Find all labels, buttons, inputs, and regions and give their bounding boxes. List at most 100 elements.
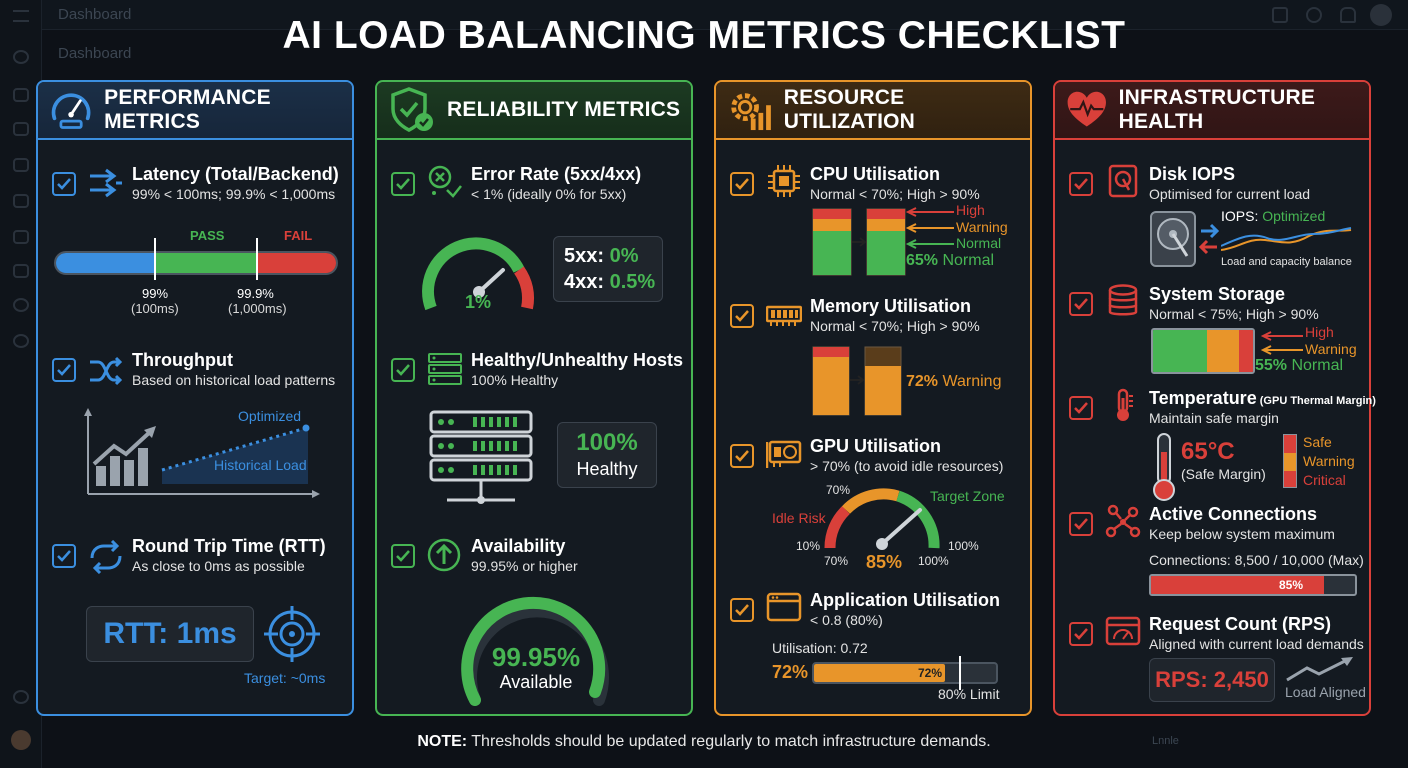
gear-icon[interactable] bbox=[13, 334, 29, 348]
application-bar: 72% bbox=[812, 662, 998, 684]
error-rate-subtitle: < 1% (ideally 0% for 5xx) bbox=[471, 186, 627, 202]
temperature-scale-orange bbox=[1284, 453, 1296, 471]
thermometer-illustration bbox=[1153, 433, 1175, 501]
infrastructure-panel: INFRASTRUCTURE HEALTH Disk IOPS Optimise… bbox=[1053, 80, 1376, 716]
error-rate-checkbox[interactable] bbox=[391, 172, 415, 196]
availability-checkbox[interactable] bbox=[391, 544, 415, 568]
gpu-checkbox[interactable] bbox=[730, 444, 754, 468]
menu-icon[interactable] bbox=[13, 10, 29, 22]
server-rack-icon bbox=[428, 353, 462, 385]
settings-icon[interactable] bbox=[1306, 7, 1322, 23]
rtt-value: RTT: 1ms bbox=[103, 617, 237, 650]
application-limit: 80% Limit bbox=[938, 686, 1000, 702]
page-title: AI LOAD BALANCING METRICS CHECKLIST bbox=[282, 14, 1126, 57]
gpu-target-label: Target Zone bbox=[930, 488, 1005, 504]
temperature-scale bbox=[1283, 434, 1297, 488]
puzzle-icon[interactable] bbox=[13, 230, 29, 244]
avatar[interactable] bbox=[1370, 4, 1392, 26]
latency-mark1-sub: (100ms) bbox=[131, 301, 179, 316]
temperature-value: 65°C bbox=[1181, 438, 1235, 465]
latency-segment-blue bbox=[56, 253, 156, 273]
storage-warning-label: Warning bbox=[1305, 341, 1357, 357]
latency-mark2-sub: (1,000ms) bbox=[228, 301, 287, 316]
heart-pulse-icon bbox=[1067, 91, 1106, 127]
search-icon[interactable] bbox=[13, 50, 29, 64]
error-4xx-label: 4xx: bbox=[564, 271, 605, 293]
refresh-icon bbox=[90, 540, 122, 574]
background-topbar bbox=[42, 0, 1408, 30]
note-text: Thresholds should be updated regularly t… bbox=[467, 733, 991, 750]
storage-bar bbox=[1151, 328, 1255, 374]
error-4xx-line: 4xx: 0.5% bbox=[564, 271, 655, 294]
disk-transfer-arrows bbox=[1199, 223, 1219, 255]
memory-title: Memory Utilisation bbox=[810, 296, 972, 316]
memory-checkbox[interactable] bbox=[730, 304, 754, 328]
check-icon[interactable] bbox=[13, 194, 29, 208]
temperature-checkbox[interactable] bbox=[1069, 396, 1093, 420]
checkmark-icon bbox=[1074, 298, 1088, 310]
latency-subtitle: 99% < 100ms; 99.9% < 1,000ms bbox=[132, 186, 336, 202]
temperature-critical-label: Critical bbox=[1303, 472, 1346, 488]
requests-checkbox[interactable] bbox=[1069, 622, 1093, 646]
help-icon[interactable] bbox=[13, 690, 29, 704]
gpu-idle-label: Idle Risk bbox=[772, 510, 826, 526]
checkmark-icon bbox=[1074, 628, 1088, 640]
cpu-normal-label: Normal bbox=[956, 235, 1002, 251]
connections-bar-fill bbox=[1151, 576, 1325, 594]
hosts-checkbox[interactable] bbox=[391, 358, 415, 382]
connections-checkbox[interactable] bbox=[1069, 512, 1093, 536]
disk-iops-line: IOPS: Optimized bbox=[1221, 208, 1325, 224]
nodes-icon[interactable] bbox=[13, 88, 29, 102]
gpu-tick-10: 10% bbox=[796, 539, 821, 553]
latency-mark1: 99% bbox=[142, 286, 169, 301]
rtt-checkbox[interactable] bbox=[52, 544, 76, 568]
throughput-chart bbox=[84, 408, 320, 498]
connections-bar-label: 85% bbox=[1279, 578, 1304, 592]
shield-icon[interactable] bbox=[13, 264, 29, 278]
performance-header: PERFORMANCE METRICS bbox=[38, 82, 352, 140]
temperature-safe-label: Safe bbox=[1303, 434, 1332, 450]
error-5xx-value: 0% bbox=[609, 245, 639, 267]
storage-segment-warning bbox=[1207, 330, 1239, 372]
resource-header: RESOURCE UTILIZATION bbox=[716, 82, 1030, 140]
throughput-subtitle: Based on historical load patterns bbox=[132, 372, 336, 388]
hosts-value-box: 100% Healthy bbox=[557, 422, 657, 488]
footer-note: NOTE: Thresholds should be updated regul… bbox=[0, 733, 1408, 751]
bell-icon[interactable] bbox=[1340, 7, 1356, 23]
gpu-tick-100: 100% bbox=[918, 554, 949, 568]
storage-checkbox[interactable] bbox=[1069, 292, 1093, 316]
memory-subtitle: Normal < 70%; High > 90% bbox=[810, 318, 980, 334]
requests-title: Request Count (RPS) bbox=[1149, 614, 1331, 634]
application-checkbox[interactable] bbox=[730, 598, 754, 622]
availability-value-label: Available bbox=[499, 672, 573, 692]
screen-icon[interactable] bbox=[1272, 7, 1288, 23]
infrastructure-title: INFRASTRUCTURE HEALTH bbox=[1118, 86, 1316, 133]
storage-arrows bbox=[1260, 331, 1303, 355]
checkmark-icon bbox=[1074, 178, 1088, 190]
disk-checkbox[interactable] bbox=[1069, 172, 1093, 196]
checkmark-icon bbox=[1074, 402, 1088, 414]
latency-checkbox[interactable] bbox=[52, 172, 76, 196]
user-avatar[interactable] bbox=[11, 730, 31, 750]
throughput-checkbox[interactable] bbox=[52, 358, 76, 382]
checkmark-icon bbox=[57, 178, 71, 190]
cpu-value-line: 65% Normal bbox=[906, 252, 994, 270]
speedometer-icon bbox=[51, 93, 91, 129]
memory-value: 72% bbox=[906, 373, 939, 390]
hosts-title: Healthy/Unhealthy Hosts bbox=[471, 350, 684, 370]
hosts-value-label: Healthy bbox=[576, 459, 638, 479]
checkmark-icon bbox=[57, 550, 71, 562]
cpu-checkbox[interactable] bbox=[730, 172, 754, 196]
connections-title: Active Connections bbox=[1149, 504, 1318, 524]
temperature-title-small: (GPU Thermal Margin) bbox=[1256, 395, 1376, 407]
availability-subtitle: 99.95% or higher bbox=[471, 558, 578, 574]
trend-up-icon bbox=[1286, 657, 1353, 682]
temperature-title: Temperature bbox=[1149, 388, 1257, 408]
list-icon[interactable] bbox=[13, 158, 29, 172]
error-rate-title: Error Rate (5xx/4xx) bbox=[471, 164, 642, 184]
connections-subtitle: Keep below system maximum bbox=[1149, 526, 1335, 542]
circle-icon[interactable] bbox=[13, 298, 29, 312]
temperature-title-line: Temperature (GPU Thermal Margin) bbox=[1149, 388, 1376, 409]
performance-panel: PERFORMANCE METRICS Latency (Total/Backe… bbox=[36, 80, 354, 716]
grid-icon[interactable] bbox=[13, 122, 29, 136]
